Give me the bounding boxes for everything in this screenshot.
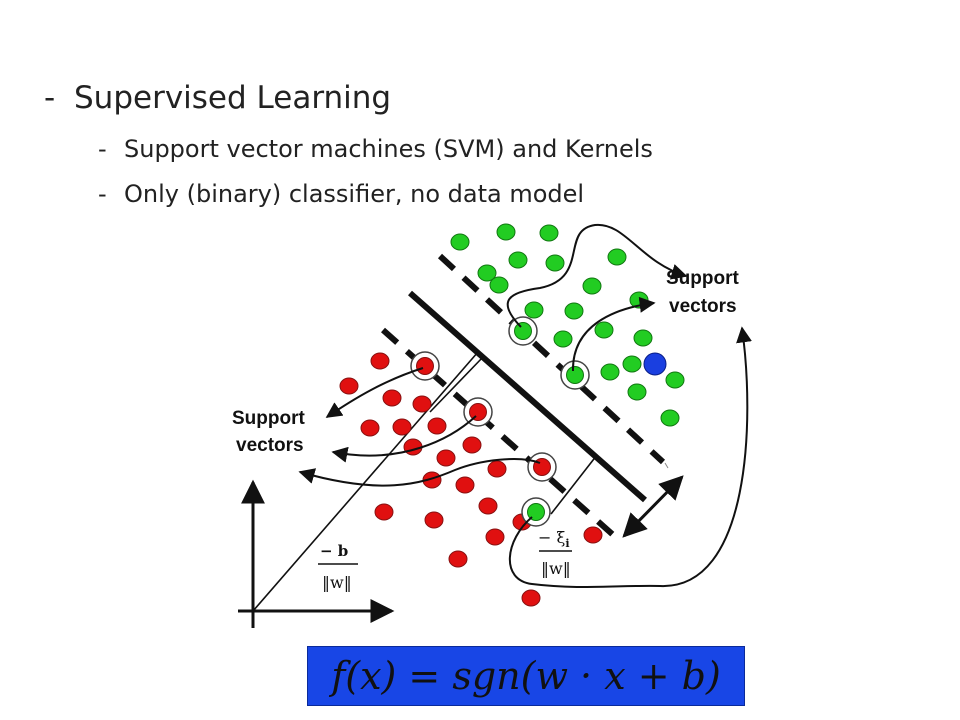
- bias-numerator: − b: [320, 542, 348, 560]
- bullet-supervised-learning: -Supervised Learning: [44, 80, 391, 116]
- support-vectors-label-left-line2: vectors: [236, 435, 304, 456]
- hyperplane: [408, 290, 647, 503]
- bullet-dash: -: [98, 180, 107, 208]
- bullet-dash: -: [98, 135, 107, 163]
- decision-function-box: f(x) = sgn(w · x + b): [307, 646, 745, 706]
- slack-numerator-subscript: i: [565, 537, 569, 550]
- projection-line: [429, 356, 484, 413]
- bullet-text: Support vector machines (SVM) and Kernel…: [124, 135, 653, 163]
- bullet-dash: -: [44, 80, 56, 116]
- normal-line: [252, 351, 479, 612]
- decision-function: f(x) = sgn(w · x + b): [331, 654, 721, 698]
- margin-line-upper: [437, 253, 666, 465]
- bullet-binary-classifier: -Only (binary) classifier, no data model: [98, 180, 584, 208]
- support-vectors-label-top-line2: vectors: [669, 296, 737, 317]
- positive-class-points: [450, 223, 685, 427]
- support-vectors-positive: [514, 322, 584, 521]
- bias-denominator: ‖w‖: [322, 573, 352, 592]
- support-vectors-label-left-line1: Support: [232, 408, 305, 429]
- annotation-arrows: [298, 223, 752, 589]
- slack-denominator: ‖w‖: [541, 559, 571, 578]
- slack-numerator: − ξi: [538, 528, 570, 550]
- margin-tick: [664, 462, 669, 469]
- slack-numerator-symbol: − ξ: [538, 528, 565, 547]
- margin-width-arrow: [622, 475, 684, 538]
- margin-line-lower: [381, 327, 622, 544]
- bullet-svm-kernels: -Support vector machines (SVM) and Kerne…: [98, 135, 653, 163]
- new-point: [643, 352, 667, 376]
- support-vectors-label-top-line1: Support: [666, 268, 739, 289]
- slack-line: [550, 454, 598, 515]
- bullet-text: Only (binary) classifier, no data model: [124, 180, 585, 208]
- bullet-text: Supervised Learning: [74, 80, 392, 116]
